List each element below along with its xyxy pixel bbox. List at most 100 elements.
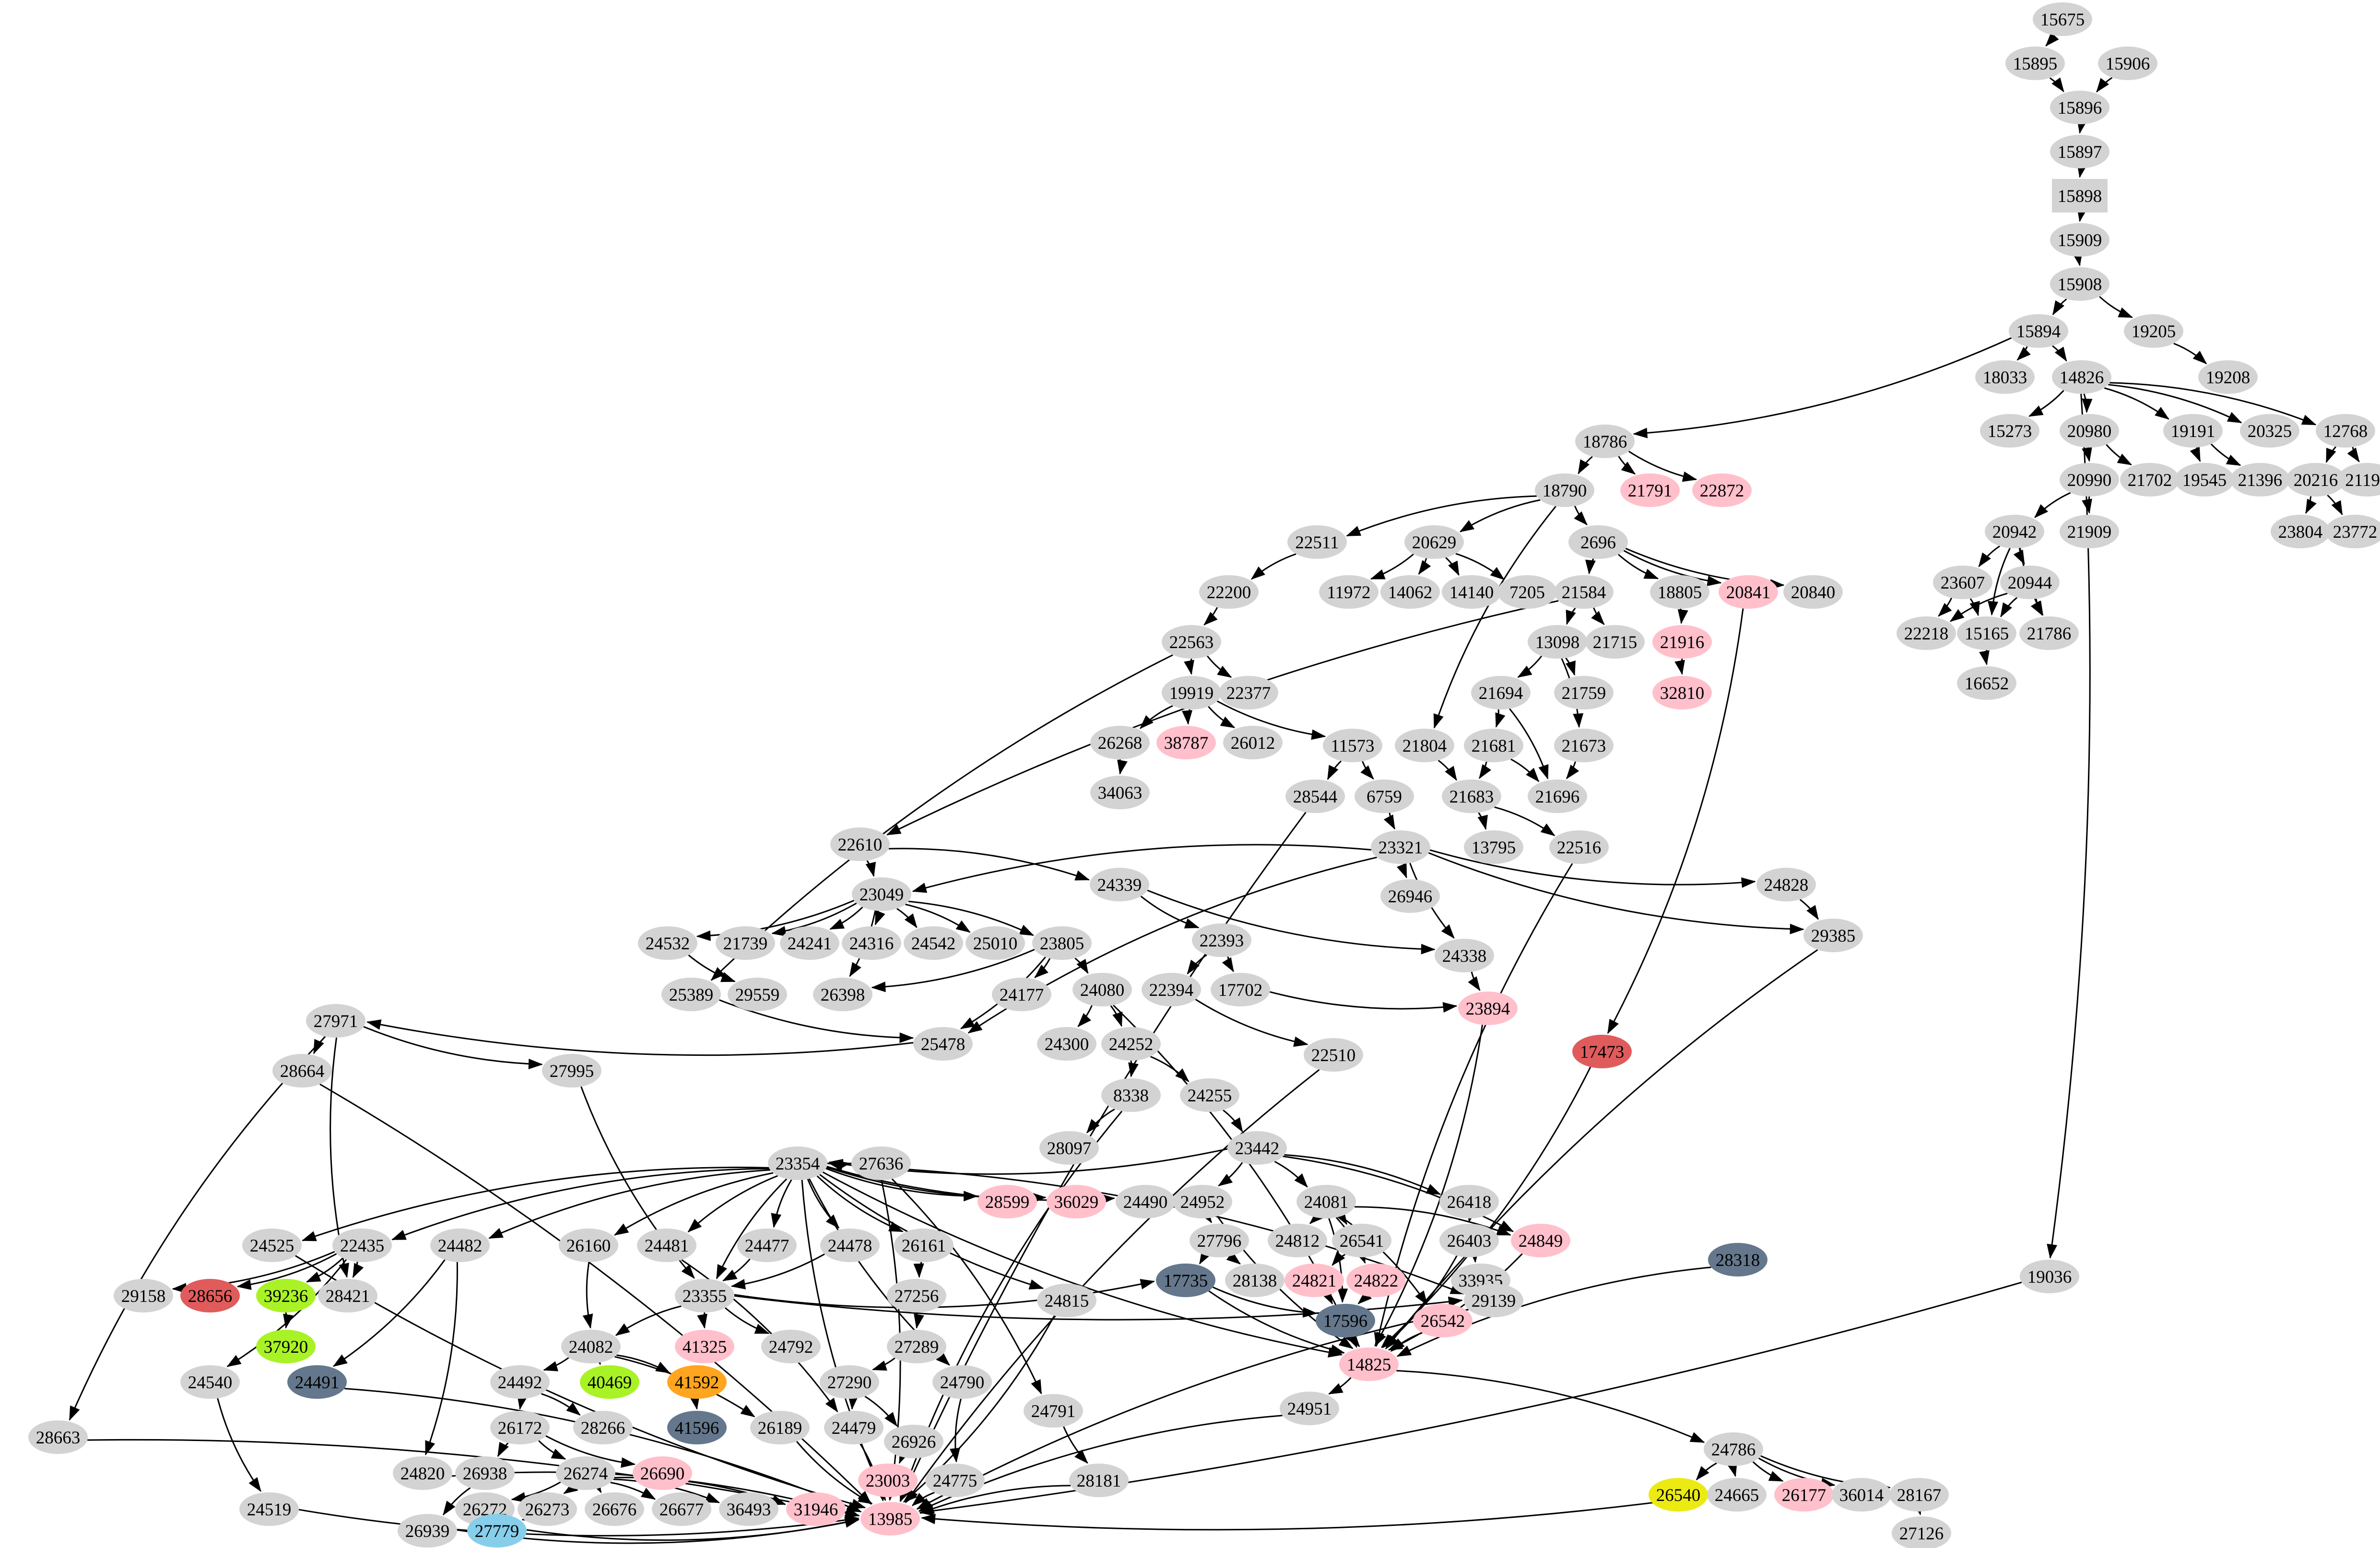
edge-27971-27995: [363, 1026, 543, 1070]
edge-23442-24081: [1274, 1161, 1308, 1188]
node-shape-22516: [1549, 830, 1609, 864]
edge-6759-23321: [1383, 813, 1396, 830]
node-label-22377: 22377: [1226, 684, 1271, 703]
edge-23354-26160: [613, 1172, 774, 1236]
node-shape-22563: [1162, 625, 1221, 659]
edge-18790-22511: [1346, 495, 1537, 537]
node-20840: 20840: [1783, 575, 1843, 609]
node-21681: 21681: [1464, 729, 1523, 762]
node-37920: 37920: [256, 1330, 316, 1363]
node-shape-24479: [824, 1411, 884, 1444]
node-label-29559: 29559: [735, 985, 780, 1005]
node-label-26012: 26012: [1231, 733, 1275, 753]
node-shape-21786: [2019, 616, 2079, 650]
node-label-14140: 14140: [1449, 583, 1494, 603]
node-shape-27995: [542, 1054, 601, 1087]
edge-15894-18033: [2016, 346, 2031, 361]
node-27971: 27971: [306, 1004, 365, 1038]
node-26677: 26677: [652, 1492, 711, 1526]
node-label-24316: 24316: [849, 934, 894, 954]
node-label-15675: 15675: [2040, 10, 2085, 30]
node-shape-23049: [852, 877, 911, 911]
node-26939: 26939: [398, 1514, 457, 1548]
node-label-27636: 27636: [859, 1154, 904, 1174]
node-24338: 24338: [1435, 939, 1494, 972]
node-27289: 27289: [887, 1330, 946, 1363]
node-label-28664: 28664: [280, 1062, 325, 1081]
node-shape-22393: [1192, 923, 1251, 957]
node-shape-20841: [1719, 575, 1778, 609]
edge-24665-13985: [920, 1495, 1708, 1531]
node-label-23049: 23049: [860, 885, 904, 905]
edge-17735-17596: [1212, 1286, 1318, 1318]
edge-20990-21909: [2082, 496, 2092, 514]
edge-23805-24177: [1034, 958, 1051, 979]
node-label-28167: 28167: [1897, 1486, 1942, 1505]
node-shape-28664: [272, 1054, 332, 1087]
node-18790: 18790: [1535, 473, 1594, 507]
node-shape-21916: [1652, 625, 1712, 659]
node-15896: 15896: [2050, 91, 2109, 124]
node-label-23804: 23804: [2278, 522, 2323, 542]
edge-23049-25010: [905, 903, 971, 933]
node-shape-24481: [637, 1229, 696, 1262]
node-label-20216: 20216: [2294, 471, 2338, 490]
edge-24532-29559: [688, 954, 736, 982]
node-24492: 24492: [490, 1365, 550, 1399]
node-label-20942: 20942: [1992, 522, 2037, 542]
node-shape-21791: [1620, 473, 1680, 507]
edge-26926-23003: [898, 1448, 910, 1464]
edge-18790-2696: [1574, 506, 1588, 526]
edge-14826-12768: [2109, 382, 2317, 425]
edge-24482-24491: [332, 1259, 446, 1367]
edge-23354-24482: [488, 1169, 771, 1239]
node-shape-23321: [1371, 830, 1430, 864]
node-label-26541: 26541: [1340, 1231, 1384, 1251]
node-38787: 38787: [1156, 726, 1216, 759]
node-label-24786: 24786: [1711, 1440, 1756, 1460]
node-shape-41592: [667, 1365, 727, 1399]
edge-22200-22563: [1203, 607, 1218, 626]
node-17735: 17735: [1156, 1264, 1215, 1297]
node-26926: 26926: [884, 1425, 943, 1458]
node-label-29385: 29385: [1811, 926, 1856, 946]
node-label-24478: 24478: [828, 1236, 872, 1256]
node-27256: 27256: [887, 1279, 946, 1312]
edge-29139-13985: [916, 1309, 1469, 1510]
node-shape-28138: [1225, 1264, 1284, 1297]
node-label-21681: 21681: [1472, 736, 1516, 756]
node-shape-24492: [490, 1365, 550, 1399]
node-shape-19208: [2198, 360, 2258, 394]
edge-22393-17702: [1222, 956, 1234, 972]
node-shape-22511: [1287, 525, 1347, 559]
node-shape-24828: [1756, 868, 1816, 901]
node-24849: 24849: [1511, 1224, 1570, 1257]
edge-26172-26938: [497, 1442, 509, 1457]
node-29559: 29559: [728, 978, 787, 1011]
edge-23805-26398: [871, 949, 1035, 993]
node-label-26677: 26677: [660, 1500, 704, 1520]
node-shape-17473: [1572, 1035, 1632, 1068]
node-label-15273: 15273: [1988, 422, 2032, 441]
node-23894: 23894: [1458, 992, 1518, 1025]
node-label-22393: 22393: [1200, 931, 1244, 951]
node-shape-26172: [490, 1411, 550, 1444]
node-24951: 24951: [1280, 1392, 1339, 1425]
node-shape-25010: [966, 926, 1025, 960]
node-shape-41325: [675, 1330, 734, 1363]
node-13985: 13985: [860, 1502, 920, 1536]
node-shape-23442: [1227, 1131, 1287, 1165]
edge-27289-27290: [872, 1357, 895, 1371]
node-label-26177: 26177: [1782, 1486, 1826, 1505]
node-shape-24081: [1296, 1185, 1356, 1218]
node-label-24849: 24849: [1519, 1231, 1563, 1251]
node-label-29139: 29139: [1472, 1291, 1516, 1311]
node-shape-24255: [1180, 1078, 1239, 1112]
node-24525: 24525: [242, 1229, 302, 1262]
node-label-28318: 28318: [1716, 1251, 1760, 1270]
node-26189: 26189: [750, 1411, 810, 1444]
node-18805: 18805: [1650, 575, 1709, 609]
node-shape-11972: [1319, 575, 1379, 609]
node-shape-19191: [2163, 414, 2223, 448]
